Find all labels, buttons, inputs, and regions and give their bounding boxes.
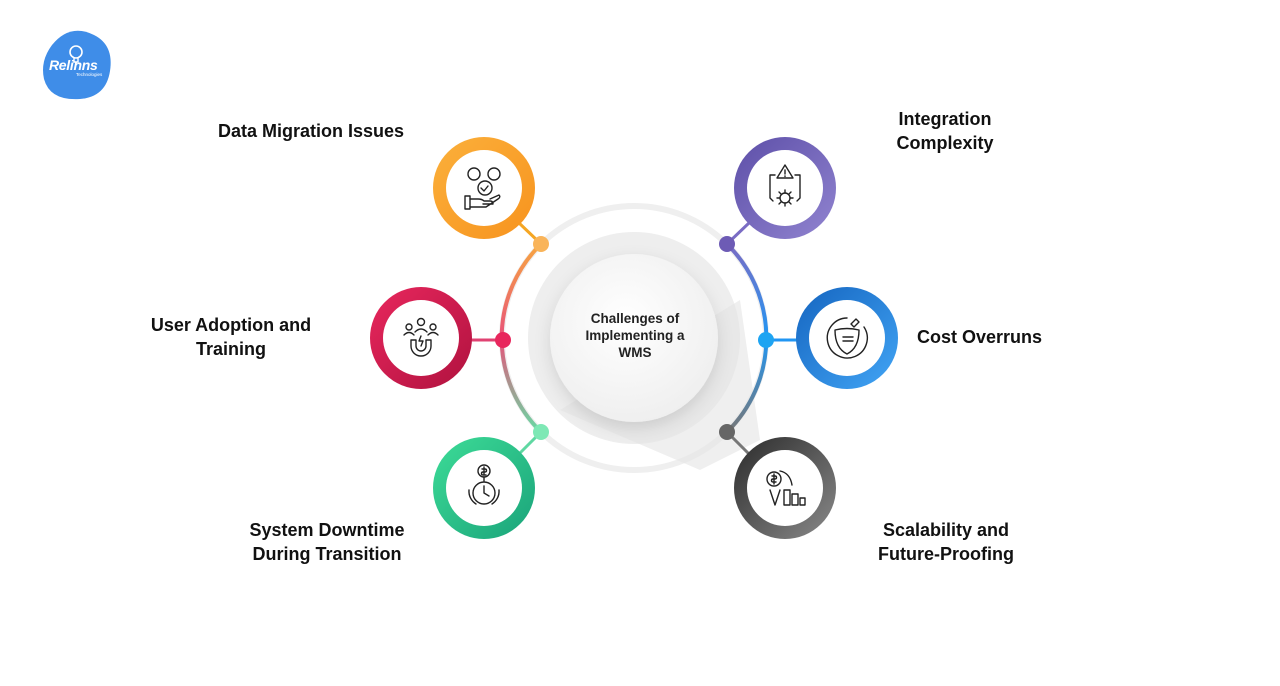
- label-integration: Integration Complexity: [896, 109, 994, 153]
- dot-data-migration: [533, 236, 549, 252]
- dot-cost-overruns: [758, 332, 774, 348]
- center-circle: [550, 254, 718, 422]
- dot-system-downtime: [533, 424, 549, 440]
- users-magnet-icon: [403, 317, 439, 357]
- node-cost-overruns: [796, 287, 898, 389]
- label-system-downtime: System Downtime During Transition: [249, 520, 405, 564]
- money-clock-icon: [468, 464, 500, 505]
- label-scalability: Scalability and Future-Proofing: [878, 520, 1014, 564]
- company-logo: [43, 30, 111, 100]
- declining-cost-chart-icon: [766, 470, 806, 506]
- shield-money-icon: [826, 317, 868, 359]
- hand-holding-feedback-icon: [464, 167, 501, 210]
- label-cost-overruns: Cost Overruns: [917, 327, 1043, 347]
- node-integration: [734, 137, 836, 239]
- dot-user-adoption: [495, 332, 511, 348]
- label-data-migration: Data Migration Issues: [218, 121, 405, 141]
- warning-gear-cycle-icon: [769, 164, 801, 207]
- node-data-migration: [433, 137, 535, 239]
- logo-subtitle: Technologies: [76, 72, 103, 77]
- dot-integration: [719, 236, 735, 252]
- center-title: Challenges of Implementing a WMS: [585, 311, 685, 360]
- dot-scalability: [719, 424, 735, 440]
- logo-wordmark: Relinns: [49, 57, 98, 73]
- label-user-adoption: User Adoption and Training: [150, 315, 312, 359]
- node-user-adoption: [370, 287, 472, 389]
- node-scalability: [734, 437, 836, 539]
